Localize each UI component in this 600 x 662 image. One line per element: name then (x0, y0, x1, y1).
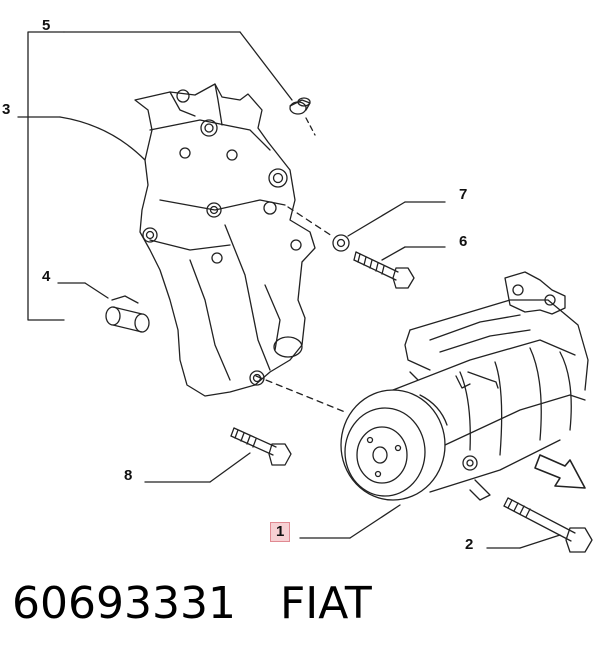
mounting-bracket (134, 83, 316, 397)
callout-2: 2 (465, 536, 474, 553)
group-bracket (27, 31, 65, 321)
callout-5: 5 (42, 17, 51, 34)
callout-1-highlighted[interactable]: 1 (270, 522, 291, 542)
part-caption: 60693331 FIAT (12, 578, 372, 629)
callout-6: 6 (459, 233, 468, 250)
callout-4: 4 (42, 268, 51, 285)
ac-compressor (340, 271, 589, 501)
brand-name: FIAT (279, 578, 372, 629)
bolt-8 (230, 427, 292, 466)
part-number: 60693331 (12, 578, 236, 629)
sleeve-4 (105, 295, 150, 333)
bolt-6 (353, 251, 415, 289)
washer-7 (332, 234, 350, 252)
bushing-5 (289, 97, 311, 115)
axis-dash-2 (287, 206, 333, 237)
exploded-parts-diagram (17, 31, 593, 553)
callout-7: 7 (459, 186, 468, 203)
callout-8: 8 (124, 467, 133, 484)
direction-arrow (534, 454, 586, 489)
callout-3: 3 (2, 101, 11, 118)
axis-dash-3 (305, 117, 316, 136)
axis-dash-1 (255, 375, 346, 413)
bolt-2 (503, 497, 593, 553)
